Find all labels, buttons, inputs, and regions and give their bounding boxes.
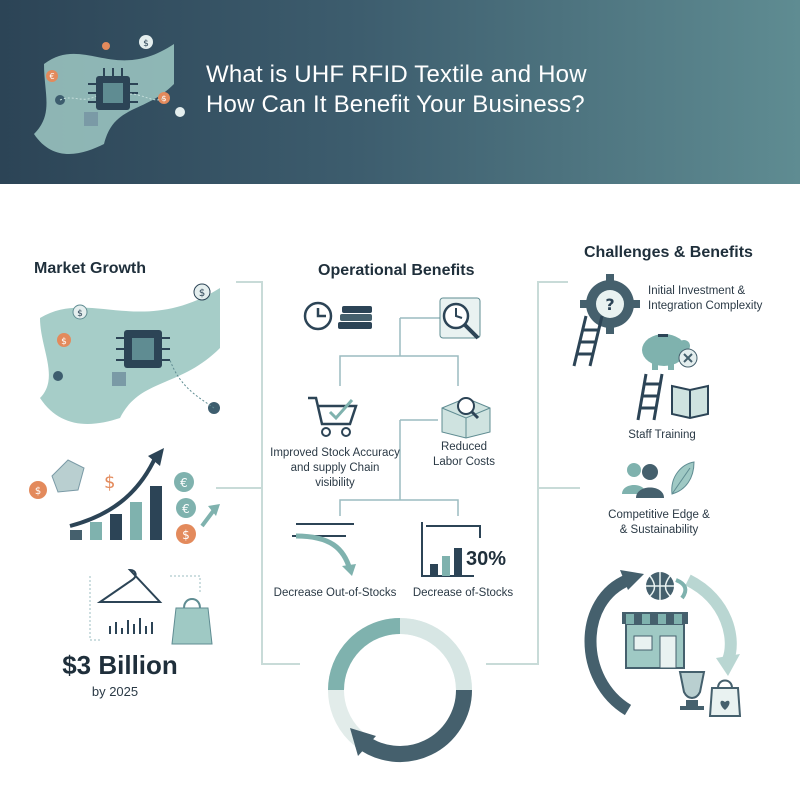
hanger-shopping-icon bbox=[89, 568, 213, 645]
rfid-fabric-chip-icon: $ € $ bbox=[34, 35, 185, 154]
decrease-curve-icon bbox=[292, 523, 356, 576]
challenges-benefits-title: Challenges & Benefits bbox=[584, 244, 753, 261]
initial-investment-label: Initial Investment & Integration Complex… bbox=[648, 285, 763, 312]
rfid-textile-chip-icon: $ $ $ bbox=[40, 283, 220, 424]
reduced-labor-costs-label: Reduced Labor Costs bbox=[432, 441, 495, 468]
svg-text:$: $ bbox=[199, 288, 205, 299]
svg-text:$: $ bbox=[61, 337, 67, 347]
svg-text:?: ? bbox=[605, 295, 614, 314]
decrease-out-of-stocks-label: Decrease Out-of-Stocks bbox=[273, 587, 397, 599]
svg-text:€: € bbox=[49, 72, 54, 81]
ladder-book-icon bbox=[636, 373, 709, 421]
svg-text:€: € bbox=[182, 502, 190, 516]
cart-check-icon bbox=[308, 396, 358, 437]
competitive-edge-label: Competitive Edge & & Sustainability bbox=[608, 509, 710, 536]
people-leaf-icon bbox=[622, 461, 695, 498]
improved-stock-accuracy-label: Improved Stock Accuracy and supply Chain… bbox=[270, 447, 400, 489]
decrease-of-stocks-label: Decrease of-Stocks bbox=[412, 587, 514, 599]
box-magnifier-icon bbox=[441, 397, 491, 439]
piggy-bank-icon bbox=[642, 334, 698, 370]
operational-benefits-title: Operational Benefits bbox=[318, 262, 475, 279]
svg-text:$: $ bbox=[143, 39, 149, 49]
title-line-2: How Can It Benefit Your Business? bbox=[206, 91, 585, 118]
svg-text:$: $ bbox=[77, 309, 83, 319]
header-banner: $ € $ What is UHF RFID Textile and How H… bbox=[0, 0, 800, 184]
svg-text:$: $ bbox=[161, 94, 166, 103]
page-title: What is UHF RFID Textile and How How Can… bbox=[206, 60, 726, 120]
cycle-ring-icon bbox=[328, 618, 472, 762]
market-value: $3 Billion bbox=[62, 650, 178, 680]
svg-text:$: $ bbox=[182, 528, 190, 542]
small-bar-chart-icon bbox=[421, 522, 481, 577]
svg-text:$: $ bbox=[35, 486, 41, 497]
clock-stack-icon bbox=[303, 301, 372, 331]
store-cycle-icon bbox=[584, 570, 742, 717]
title-line-1: What is UHF RFID Textile and How bbox=[206, 61, 587, 88]
growth-chart-icon: $ $ € € $ bbox=[29, 448, 220, 544]
svg-text:$: $ bbox=[104, 472, 115, 493]
svg-text:€: € bbox=[180, 476, 188, 490]
magnifier-clock-icon bbox=[439, 297, 481, 340]
percent-value: 30% bbox=[466, 548, 507, 570]
market-growth-title: Market Growth bbox=[34, 260, 147, 277]
staff-training-label: Staff Training bbox=[628, 429, 696, 441]
market-year: by 2025 bbox=[91, 684, 139, 699]
gear-ladder-icon: ? bbox=[572, 274, 640, 367]
